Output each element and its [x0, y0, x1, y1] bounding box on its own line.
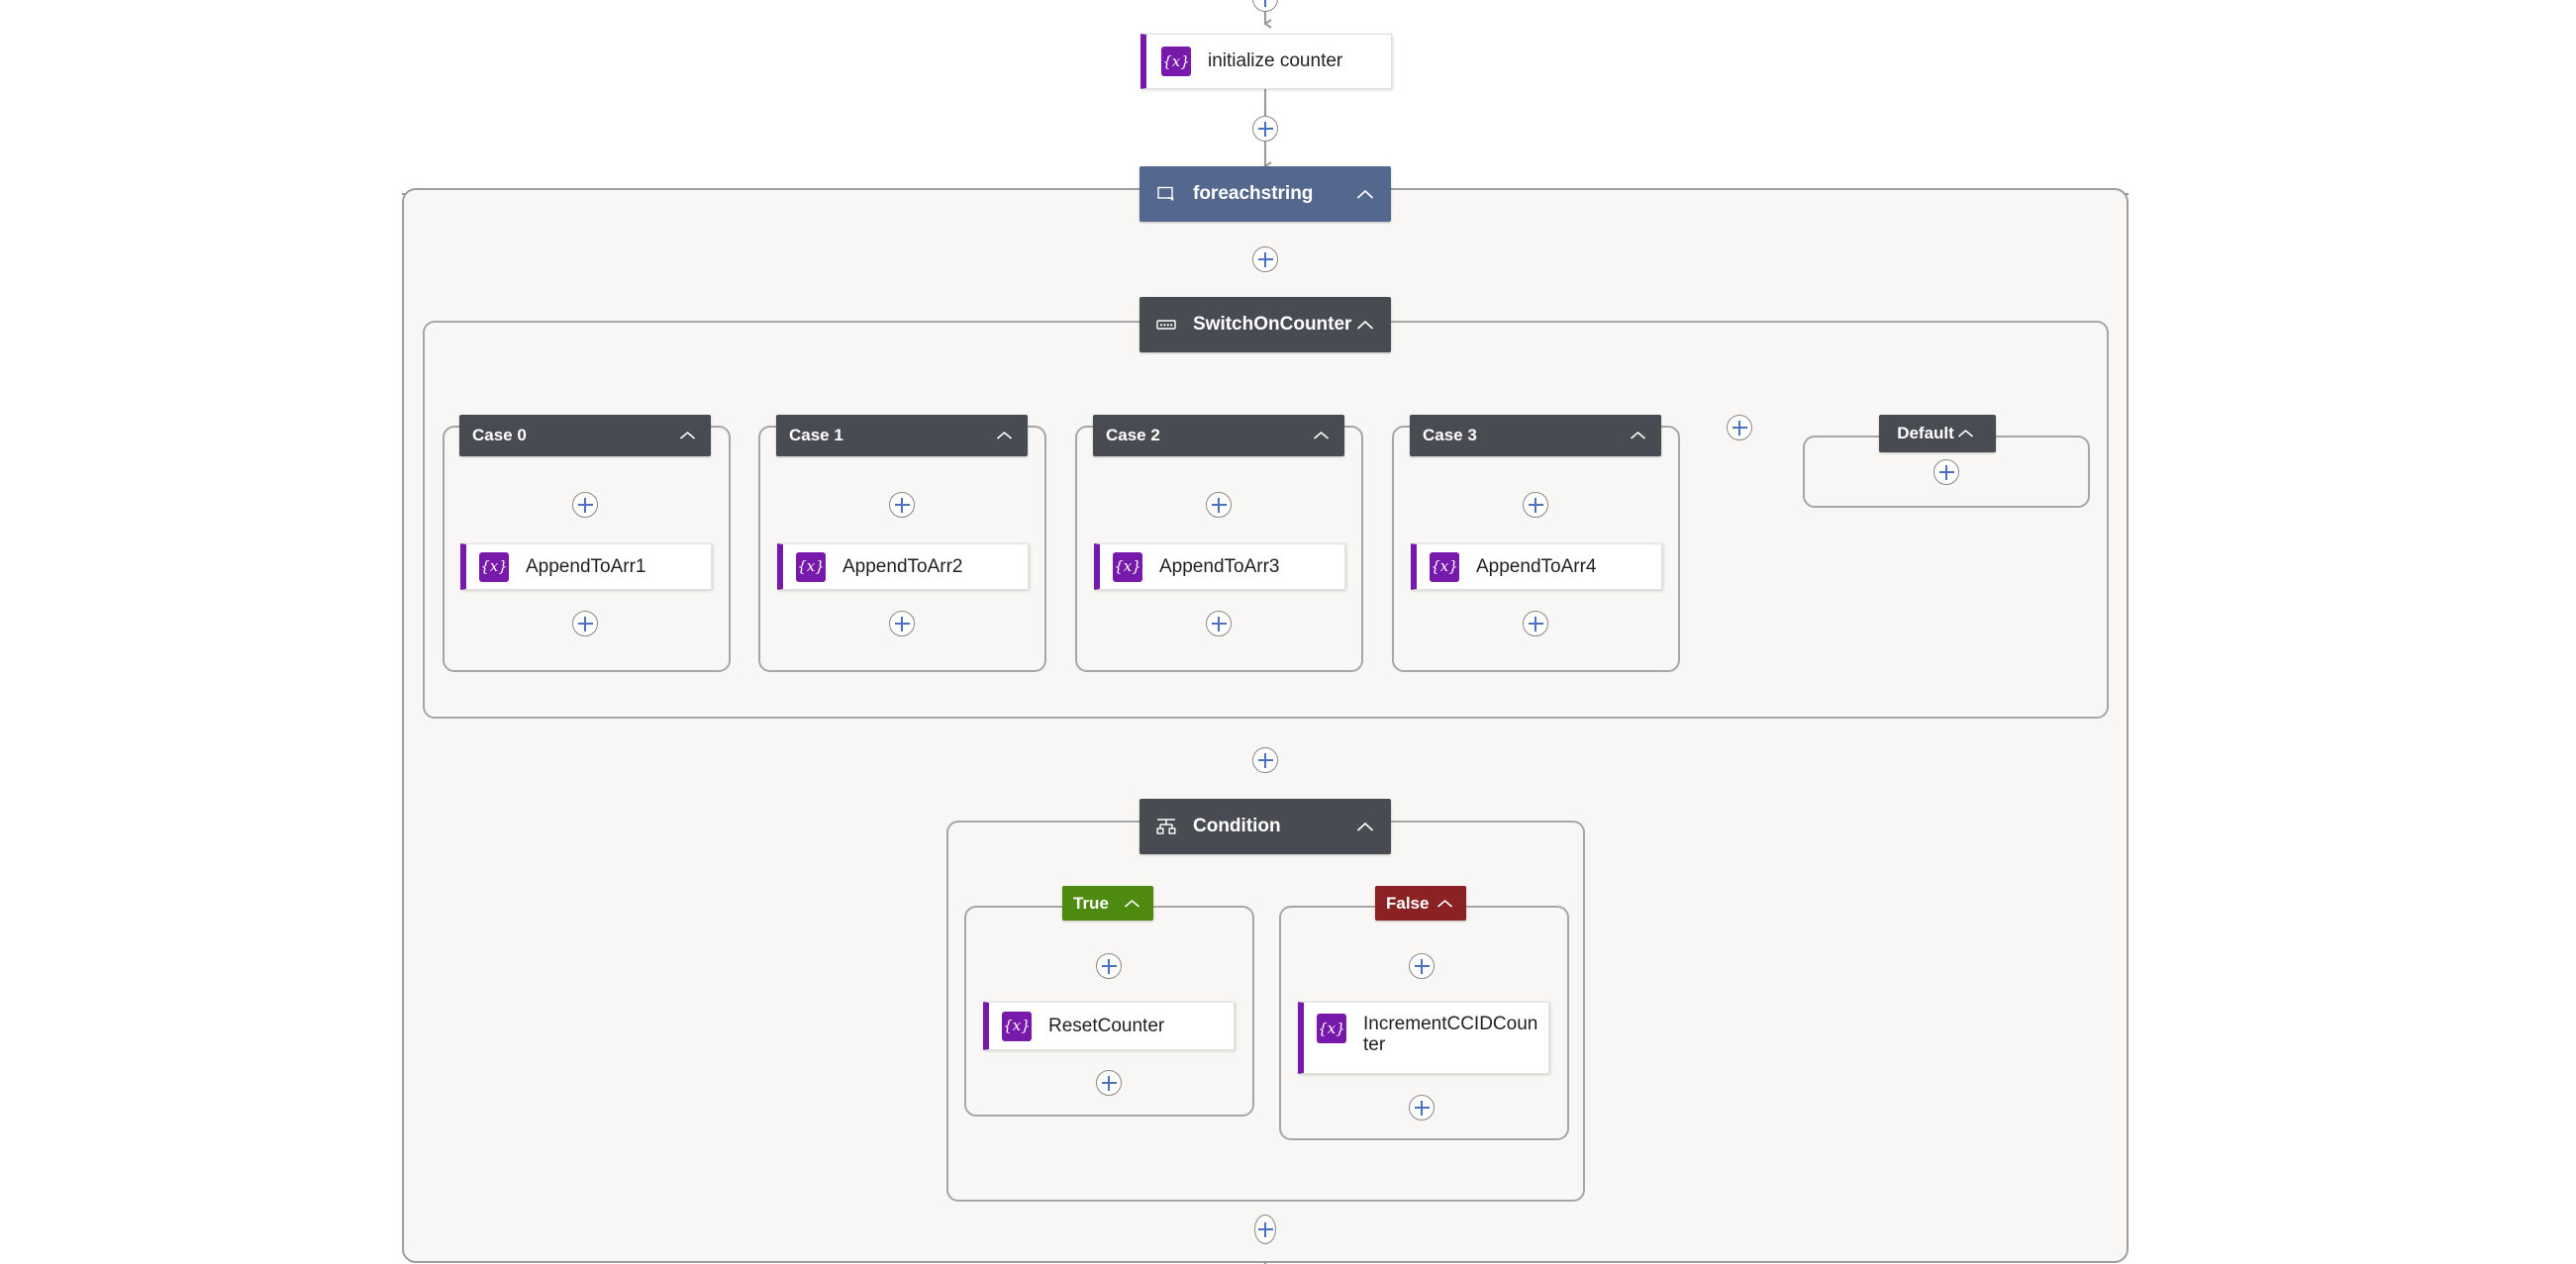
action-card-label: initialize counter: [1208, 50, 1343, 72]
chevron-up-icon[interactable]: [993, 431, 1015, 440]
scope-header-foreachstring[interactable]: foreachstring: [1139, 166, 1391, 222]
action-card-label: AppendToArr3: [1159, 555, 1280, 577]
scope-header-label: foreachstring: [1193, 183, 1314, 204]
variable-braces-icon: {x}: [1430, 551, 1459, 582]
add-step-button-case-2-bottom[interactable]: [1206, 611, 1232, 636]
chevron-up-icon[interactable]: [1310, 431, 1332, 440]
add-step-button-after-initialize-counter[interactable]: [1252, 116, 1278, 142]
action-card-appendtoarr4[interactable]: {x} AppendToArr4: [1411, 543, 1662, 590]
case-header-label: Case 2: [1106, 426, 1160, 444]
case-header-label: Case 0: [472, 426, 527, 444]
variable-braces-icon: {x}: [1113, 551, 1142, 582]
add-step-button-false-top[interactable]: [1409, 953, 1435, 979]
chevron-up-icon[interactable]: [1627, 431, 1648, 440]
action-card-incrementccidcounter[interactable]: {x} IncrementCCIDCounter: [1298, 1002, 1549, 1074]
action-card-appendtoarr2[interactable]: {x} AppendToArr2: [777, 543, 1029, 590]
case-header-label: Case 1: [789, 426, 843, 444]
scope-header-label: Condition: [1193, 816, 1281, 836]
variable-braces-icon: {x}: [1317, 1014, 1346, 1043]
loop-icon: [1153, 186, 1179, 202]
variable-braces-icon: {x}: [1161, 47, 1191, 76]
add-step-button-case-3-top[interactable]: [1523, 492, 1548, 518]
chevron-up-icon[interactable]: [1954, 429, 1978, 438]
add-step-button-case-0-bottom[interactable]: [572, 611, 598, 636]
action-card-label: ResetCounter: [1048, 1015, 1165, 1036]
action-card-appendtoarr1[interactable]: {x} AppendToArr1: [460, 543, 712, 590]
action-card-resetcounter[interactable]: {x} ResetCounter: [983, 1002, 1235, 1050]
case-header-0[interactable]: Case 0: [459, 415, 711, 456]
case-header-1[interactable]: Case 1: [776, 415, 1028, 456]
add-step-button-case-0-top[interactable]: [572, 492, 598, 518]
add-step-button-case-1-bottom[interactable]: [889, 611, 915, 636]
action-card-label: AppendToArr2: [842, 555, 963, 577]
add-step-button-true-top[interactable]: [1096, 953, 1122, 979]
action-card-label: AppendToArr4: [1476, 555, 1597, 577]
chevron-up-icon[interactable]: [1353, 320, 1377, 331]
variable-braces-icon: {x}: [796, 551, 826, 582]
case-header-label: Case 3: [1423, 426, 1477, 444]
add-step-button-after-switch[interactable]: [1252, 747, 1278, 773]
add-step-button-case-2-top[interactable]: [1206, 492, 1232, 518]
add-step-button-after-condition[interactable]: [1254, 1215, 1276, 1244]
chevron-up-icon[interactable]: [1121, 899, 1142, 909]
scope-header-condition[interactable]: Condition: [1139, 799, 1391, 854]
variable-braces-icon: {x}: [479, 551, 509, 582]
case-header-label: Default: [1897, 424, 1954, 442]
add-step-button-false-bottom[interactable]: [1409, 1095, 1435, 1120]
case-header-2[interactable]: Case 2: [1093, 415, 1344, 456]
chevron-up-icon[interactable]: [1353, 822, 1377, 832]
action-card-label: IncrementCCIDCounter: [1363, 1014, 1538, 1056]
add-step-button-top[interactable]: [1252, 0, 1278, 12]
chevron-up-icon[interactable]: [1434, 899, 1455, 909]
scope-header-switchoncounter[interactable]: SwitchOnCounter: [1139, 297, 1391, 352]
case-header-default[interactable]: Default: [1879, 415, 1996, 452]
add-step-button-true-bottom[interactable]: [1096, 1070, 1122, 1096]
condition-icon: [1153, 818, 1179, 835]
branch-header-label: True: [1073, 893, 1109, 913]
branch-header-true[interactable]: True: [1062, 886, 1153, 921]
branch-header-false[interactable]: False: [1375, 886, 1466, 921]
chevron-up-icon[interactable]: [1353, 189, 1377, 200]
action-card-label: AppendToArr1: [526, 555, 646, 577]
action-card-initialize-counter[interactable]: {x} initialize counter: [1140, 34, 1392, 89]
switch-icon: [1153, 319, 1179, 331]
scope-header-label: SwitchOnCounter: [1193, 314, 1352, 335]
add-step-button-default-case[interactable]: [1933, 459, 1959, 485]
action-card-appendtoarr3[interactable]: {x} AppendToArr3: [1094, 543, 1345, 590]
case-header-3[interactable]: Case 3: [1410, 415, 1661, 456]
chevron-up-icon[interactable]: [676, 431, 698, 440]
variable-braces-icon: {x}: [1002, 1011, 1032, 1041]
add-step-button-case-1-top[interactable]: [889, 492, 915, 518]
add-step-button-inside-foreach[interactable]: [1252, 246, 1278, 272]
add-case-button[interactable]: [1727, 415, 1752, 440]
branch-header-label: False: [1386, 893, 1430, 913]
add-step-button-case-3-bottom[interactable]: [1523, 611, 1548, 636]
